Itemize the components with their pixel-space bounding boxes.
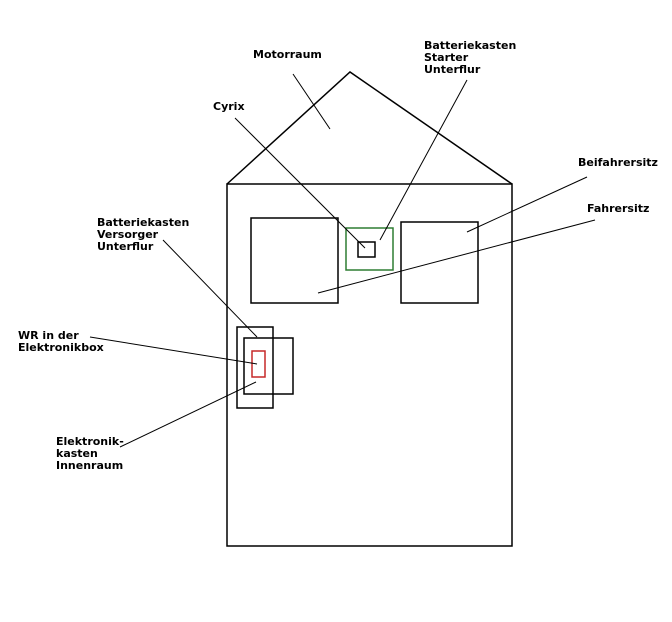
cyrix-box bbox=[357, 241, 376, 258]
vehicle-body bbox=[226, 183, 513, 547]
passenger-seat bbox=[400, 221, 479, 304]
service-battery-box bbox=[236, 326, 274, 409]
label-line: Batteriekasten bbox=[97, 216, 190, 229]
label-cyrix: Cyrix bbox=[213, 100, 245, 113]
label-line: Unterflur bbox=[97, 240, 154, 253]
label-batteriekasten-starter: Batteriekasten Starter Unterflur bbox=[424, 40, 516, 76]
leader-line-elektronikkasten bbox=[119, 381, 257, 448]
leader-line-starter bbox=[379, 79, 468, 241]
driver-seat bbox=[250, 217, 339, 304]
label-fahrersitz: Fahrersitz bbox=[587, 202, 650, 215]
label-line: Elektronik- bbox=[56, 435, 124, 448]
leader-line-cyrix bbox=[234, 117, 366, 249]
label-line: Starter bbox=[424, 51, 469, 64]
label-line: WR in der bbox=[18, 329, 79, 342]
leader-line-motorraum bbox=[292, 73, 331, 130]
leader-line-fahrersitz bbox=[317, 219, 596, 294]
label-wr-elektronikbox: WR in der Elektronikbox bbox=[18, 330, 104, 354]
engine-compartment-outline bbox=[226, 71, 513, 185]
label-line: Elektronikbox bbox=[18, 341, 104, 354]
label-line: Batteriekasten bbox=[424, 39, 517, 52]
leader-line-wr bbox=[89, 336, 258, 365]
label-line: kasten bbox=[56, 447, 98, 460]
starter-battery-box bbox=[345, 227, 394, 271]
label-elektronikkasten: Elektronik- kasten Innenraum bbox=[56, 436, 124, 472]
label-line: Versorger bbox=[97, 228, 159, 241]
leader-line-beifahrersitz bbox=[466, 176, 588, 233]
label-batteriekasten-versorger: Batteriekasten Versorger Unterflur bbox=[97, 217, 189, 253]
label-motorraum: Motorraum bbox=[253, 48, 322, 61]
inverter-box bbox=[251, 350, 266, 378]
electronics-box bbox=[243, 337, 294, 395]
label-line: Unterflur bbox=[424, 63, 481, 76]
leader-line-versorger bbox=[162, 239, 258, 338]
label-line: Innenraum bbox=[56, 459, 124, 472]
label-beifahrersitz: Beifahrersitz bbox=[578, 156, 658, 169]
